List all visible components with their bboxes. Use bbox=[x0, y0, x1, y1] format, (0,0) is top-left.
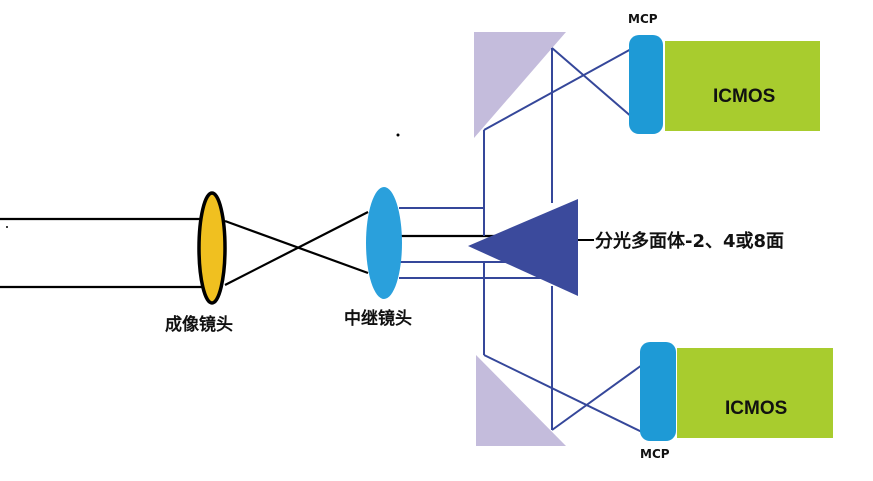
mcp-rays bbox=[483, 47, 643, 433]
top-mcp-plate bbox=[629, 35, 663, 134]
bottom-mcp-plate bbox=[640, 342, 676, 441]
bottom-mcp-label: MCP bbox=[640, 447, 670, 461]
bottom-icmos-label: ICMOS bbox=[725, 398, 787, 419]
ray-top-2 bbox=[551, 47, 634, 119]
ray-top-1 bbox=[483, 47, 634, 131]
ray-cross-1 bbox=[224, 219, 369, 275]
imaging-lens-label: 成像镜头 bbox=[165, 314, 233, 335]
bottom-mirror bbox=[476, 355, 566, 446]
relay-beams bbox=[399, 207, 552, 279]
stray-dot-1 bbox=[396, 133, 400, 137]
stray-dot-2 bbox=[6, 226, 8, 228]
top-mcp-label: MCP bbox=[628, 12, 658, 26]
prism-label: 分光多面体-2、4或8面 bbox=[595, 230, 784, 252]
ray-bottom-1 bbox=[483, 354, 643, 433]
ray-cross-2 bbox=[224, 211, 369, 286]
ray-bottom-2 bbox=[551, 364, 643, 431]
vertical-rays bbox=[483, 48, 553, 430]
bottom-icmos-sensor bbox=[677, 348, 833, 438]
input-beam bbox=[0, 217, 203, 289]
top-mirror bbox=[474, 32, 566, 138]
imaging-lens bbox=[197, 191, 227, 305]
crossing-rays bbox=[224, 211, 369, 286]
top-icmos-sensor bbox=[665, 41, 820, 131]
splitting-prism bbox=[468, 199, 578, 296]
relay-lens bbox=[366, 187, 402, 299]
relay-lens-label: 中继镜头 bbox=[344, 308, 412, 329]
top-icmos-label: ICMOS bbox=[713, 86, 775, 107]
